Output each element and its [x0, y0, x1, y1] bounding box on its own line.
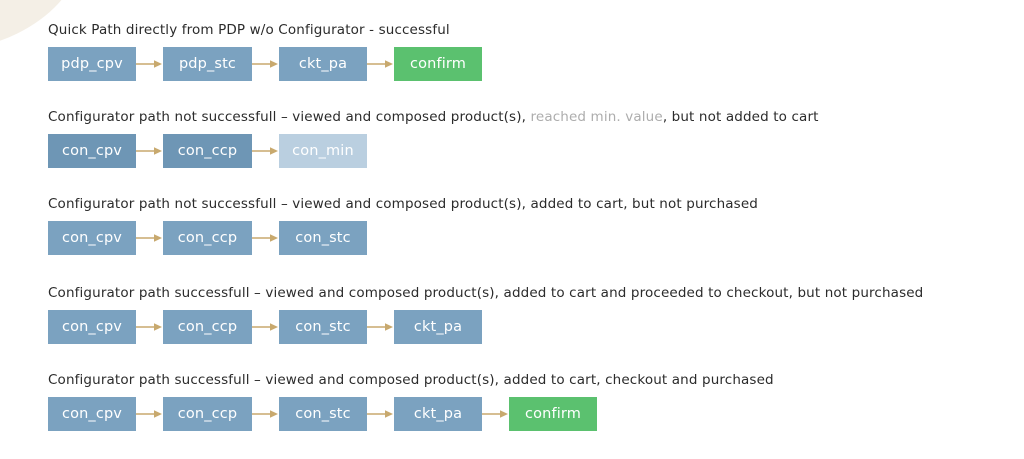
flow-arrow-icon [367, 57, 394, 71]
flow-row-caption: Configurator path not successfull – view… [48, 109, 819, 125]
flow-row-configurator-not-successful-not-purchased: Configurator path not successfull – view… [48, 196, 758, 255]
flow-node-con-stc[interactable]: con_stc [279, 310, 367, 344]
flow-node-con-ccp[interactable]: con_ccp [163, 397, 252, 431]
flow-node-con-cpv[interactable]: con_cpv [48, 310, 136, 344]
flow-node-ckt-pa[interactable]: ckt_pa [394, 397, 482, 431]
flow-node-con-ccp[interactable]: con_ccp [163, 310, 252, 344]
caption-segment: Configurator path successfull – viewed a… [48, 372, 774, 388]
flow-chain: con_cpv con_ccp con_stc [48, 221, 758, 255]
flow-node-pdp-cpv[interactable]: pdp_cpv [48, 47, 136, 81]
flow-chain: pdp_cpv pdp_stc ckt_pa confirm [48, 47, 482, 81]
flow-row-quick-path-successful: Quick Path directly from PDP w/o Configu… [48, 22, 482, 81]
flow-arrow-icon [482, 407, 509, 421]
flow-node-con-ccp[interactable]: con_ccp [163, 134, 252, 168]
flow-arrow-icon [252, 320, 279, 334]
caption-segment: Configurator path not successfull – view… [48, 109, 531, 125]
flow-node-ckt-pa[interactable]: ckt_pa [394, 310, 482, 344]
flow-node-confirm[interactable]: confirm [394, 47, 482, 81]
flow-arrow-icon [252, 407, 279, 421]
flow-node-con-stc[interactable]: con_stc [279, 221, 367, 255]
flow-node-con-stc[interactable]: con_stc [279, 397, 367, 431]
flow-node-con-cpv[interactable]: con_cpv [48, 397, 136, 431]
flow-node-con-cpv[interactable]: con_cpv [48, 221, 136, 255]
flow-node-ckt-pa[interactable]: ckt_pa [279, 47, 367, 81]
flow-row-caption: Configurator path successfull – viewed a… [48, 285, 923, 301]
flow-arrow-icon [367, 320, 394, 334]
flow-node-con-min[interactable]: con_min [279, 134, 367, 168]
flow-arrow-icon [252, 231, 279, 245]
caption-segment: Configurator path not successfull – view… [48, 196, 758, 212]
flow-node-con-cpv[interactable]: con_cpv [48, 134, 136, 168]
flow-arrow-icon [367, 407, 394, 421]
caption-segment: , but not added to cart [662, 109, 819, 125]
caption-segment: Quick Path directly from PDP w/o Configu… [48, 22, 450, 38]
flow-row-configurator-successful-checkout-not-purchased: Configurator path successfull – viewed a… [48, 285, 923, 344]
flow-arrow-icon [252, 57, 279, 71]
flow-chain: con_cpv con_ccp con_stc ckt_pa confirm [48, 397, 774, 431]
flow-arrow-icon [136, 320, 163, 334]
flow-arrow-icon [136, 144, 163, 158]
flow-node-pdp-stc[interactable]: pdp_stc [163, 47, 252, 81]
flow-node-con-ccp[interactable]: con_ccp [163, 221, 252, 255]
flow-row-caption: Quick Path directly from PDP w/o Configu… [48, 22, 482, 38]
flow-row-caption: Configurator path not successfull – view… [48, 196, 758, 212]
flow-chain: con_cpv con_ccp con_stc ckt_pa [48, 310, 923, 344]
flow-row-caption: Configurator path successfull – viewed a… [48, 372, 774, 388]
flow-chain: con_cpv con_ccp con_min [48, 134, 819, 168]
flow-arrow-icon [136, 231, 163, 245]
flow-arrow-icon [252, 144, 279, 158]
caption-segment: Configurator path successfull – viewed a… [48, 285, 924, 301]
caption-muted-segment: reached min. value [530, 109, 663, 125]
flow-arrow-icon [136, 407, 163, 421]
flow-row-configurator-not-successful-min-value: Configurator path not successfull – view… [48, 109, 819, 168]
flow-arrow-icon [136, 57, 163, 71]
flow-row-configurator-successful-purchased: Configurator path successfull – viewed a… [48, 372, 774, 431]
flow-node-confirm[interactable]: confirm [509, 397, 597, 431]
